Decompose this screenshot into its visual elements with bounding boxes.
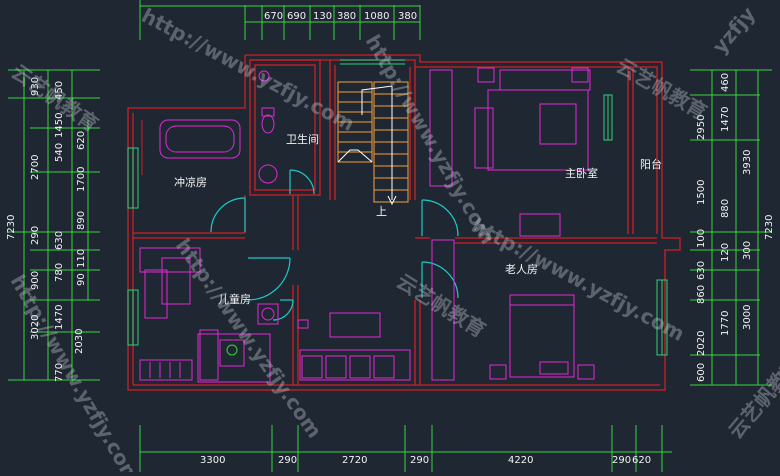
- dim-right-inner-1: 460: [720, 73, 731, 92]
- dim-right-inner-11: 2020: [696, 331, 707, 356]
- dim-top-5: 1080: [364, 11, 389, 22]
- dim-left-inner-3: 630: [54, 231, 65, 250]
- dim-left-inner-7: 770: [54, 363, 65, 382]
- dim-left-mid-3: 900: [30, 271, 41, 290]
- room-label-master-bedroom: 主卧室: [565, 166, 598, 180]
- dimension-lines: [8, 0, 772, 472]
- dim-top-1: 670: [264, 11, 283, 22]
- watermark-brand-4: 云艺帆教育: [723, 351, 780, 443]
- bottom-dimensions: 3300 290 2720 290 4220 290 620: [200, 455, 651, 466]
- dim-bottom-4: 290: [410, 455, 429, 466]
- watermark-brand-2: 云艺帆教育: [392, 269, 490, 342]
- dim-bottom-3: 2720: [342, 455, 367, 466]
- stair-arrow-icon: [387, 195, 397, 206]
- dim-right-inner-10: 1770: [720, 311, 731, 336]
- dim-left-mid-1: 2700: [30, 155, 41, 180]
- top-dimensions: 670 690 130 380 1080 380: [264, 11, 417, 22]
- dim-left-top-6: 110: [76, 249, 87, 268]
- room-label-shower: 冲凉房: [174, 175, 207, 189]
- watermark-url-4: http://www.yzfjy.com: [468, 213, 689, 346]
- dim-bottom-5: 4220: [508, 455, 533, 466]
- dim-top-3: 130: [313, 11, 332, 22]
- dim-right-mid-3: 3000: [742, 305, 753, 330]
- walls: [127, 54, 681, 391]
- dim-left-top-2: 540: [54, 143, 65, 162]
- dim-right-inner-6: 100: [696, 229, 707, 248]
- dim-left-top-4: 1700: [76, 167, 87, 192]
- dim-bottom-7: 620: [632, 455, 651, 466]
- dim-right-total: 7230: [764, 215, 775, 240]
- dim-top-4: 380: [337, 11, 356, 22]
- dim-top-2: 690: [287, 11, 306, 22]
- dim-left-top-1: 930: [30, 77, 41, 96]
- dim-left-inner-6: 2030: [74, 329, 85, 354]
- room-label-stairs-up: 上: [376, 205, 387, 218]
- dim-right-inner-8: 630: [696, 261, 707, 280]
- dim-left-mid-4: 3020: [30, 315, 41, 340]
- watermark-url-1: http://www.yzfjy.com: [138, 3, 359, 136]
- dim-right-inner-5: 880: [720, 199, 731, 218]
- dim-top-6: 380: [398, 11, 417, 22]
- dim-right-inner-2: 1470: [720, 107, 731, 132]
- dim-left-top-3: 620: [76, 131, 87, 150]
- dim-left-total: 7230: [6, 215, 17, 240]
- watermarks: http://www.yzfjy.com http://www.yzfjy.co…: [6, 2, 780, 476]
- dim-left-inner-1: 450: [54, 81, 65, 100]
- room-label-bathroom: 卫生间: [286, 132, 319, 146]
- watermark-url-3: http://www.yzfjy.com: [171, 234, 327, 442]
- furniture: [139, 67, 595, 383]
- room-label-balcony: 阳台: [640, 157, 662, 171]
- watermark-url-5: http://www.yzfjy.com: [6, 271, 146, 473]
- dim-right-inner-9: 860: [696, 285, 707, 304]
- doors: [210, 169, 459, 321]
- dim-right-inner-4: 1500: [696, 180, 707, 205]
- dim-right-inner-7: 120: [720, 243, 731, 262]
- dim-left-top-5: 890: [76, 211, 87, 230]
- dim-bottom-1: 3300: [200, 455, 225, 466]
- dim-left-top-7: 90: [76, 273, 87, 286]
- dim-left-inner-2: 1450: [54, 113, 65, 138]
- room-labels: 卫生间 冲凉房 主卧室 阳台 上 老人房 儿童房: [174, 132, 662, 306]
- dim-right-inner-3: 2950: [696, 115, 707, 140]
- right-dimensions: 7230 3930 300 3000 600 460 1470 2950 150…: [696, 73, 775, 382]
- dim-left-inner-4: 780: [54, 263, 65, 282]
- dim-right-mid-1: 3930: [742, 150, 753, 175]
- windows: [127, 59, 668, 356]
- left-dimensions: 7230 2700 290 900 3020 450 1450 630 780 …: [6, 77, 87, 382]
- dim-bottom-6: 290: [612, 455, 631, 466]
- dim-right-mid-4: 600: [696, 363, 707, 382]
- room-label-elder-room: 老人房: [505, 263, 538, 276]
- watermark-short-1: yzfjy: [707, 2, 760, 58]
- dim-left-inner-5: 1470: [54, 305, 65, 330]
- dim-right-mid-2: 300: [742, 241, 753, 260]
- room-label-children-room: 儿童房: [218, 292, 251, 306]
- dim-left-mid-2: 290: [30, 226, 41, 245]
- staircase[interactable]: [337, 81, 409, 203]
- dim-bottom-2: 290: [278, 455, 297, 466]
